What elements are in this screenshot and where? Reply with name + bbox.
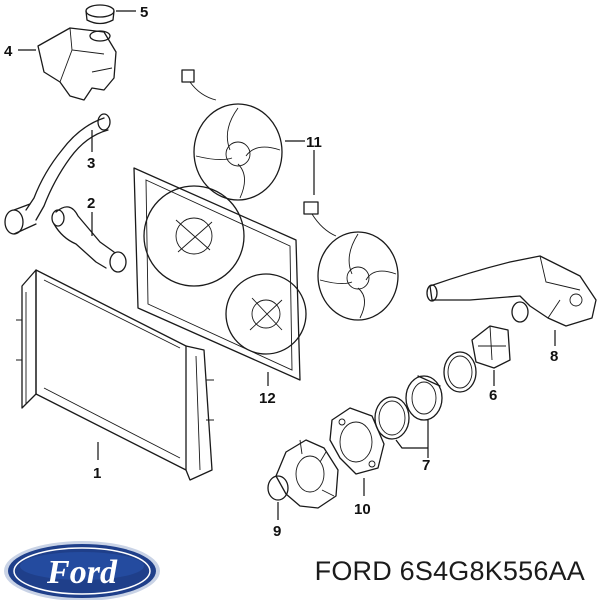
- part-water-pump: [267, 439, 339, 509]
- part-thermostat-housing: [426, 255, 597, 327]
- callout-5: 5: [140, 4, 148, 21]
- part-fan-shroud: [133, 167, 307, 381]
- ford-logo: Ford: [4, 541, 160, 600]
- part-upper-hose: [4, 113, 111, 235]
- brand-name: FORD: [315, 556, 392, 586]
- callout-2: 2: [87, 195, 95, 212]
- ford-logo-text: Ford: [46, 554, 118, 591]
- part-expansion-tank: [37, 27, 117, 101]
- part-lower-hose: [51, 206, 127, 273]
- part-thermostat: [471, 325, 511, 369]
- part-seals: [374, 351, 477, 440]
- part-fan-lower: [303, 201, 399, 321]
- callout-11: 11: [306, 134, 322, 151]
- callout-10: 10: [354, 501, 371, 518]
- part-number: 6S4G8K556AA: [400, 556, 585, 586]
- part-caption: FORD 6S4G8K556AA: [315, 556, 585, 586]
- callout-9: 9: [273, 523, 281, 540]
- callout-12: 12: [259, 390, 276, 407]
- part-radiator: [16, 269, 214, 481]
- callout-4: 4: [4, 43, 13, 60]
- callout-8: 8: [550, 348, 558, 365]
- callout-6: 6: [489, 387, 497, 404]
- callout-7: 7: [422, 457, 430, 474]
- part-fan-upper: [181, 69, 283, 201]
- callout-1: 1: [93, 465, 101, 482]
- leader-lines: [18, 10, 556, 520]
- callout-3: 3: [87, 155, 95, 172]
- part-pump-gasket: [329, 407, 385, 475]
- part-cap: [85, 4, 115, 25]
